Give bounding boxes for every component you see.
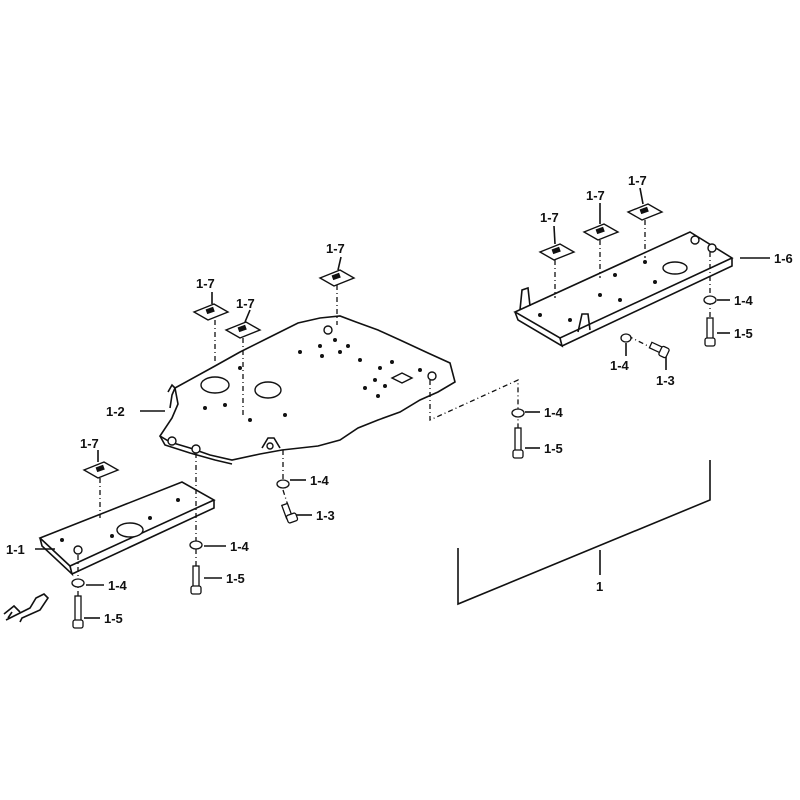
plate-1-2 xyxy=(158,315,456,465)
label-1-7: 1-7 xyxy=(586,188,605,203)
label-1-4: 1-4 xyxy=(734,293,754,308)
label-1-6: 1-6 xyxy=(774,251,793,266)
label-1-5: 1-5 xyxy=(226,571,245,586)
label-1-7: 1-7 xyxy=(628,173,647,188)
plate-1-1 xyxy=(38,481,216,577)
label-1-3: 1-3 xyxy=(316,508,335,523)
plate-1-6 xyxy=(513,231,734,348)
bolts-1-5 xyxy=(72,317,716,629)
label-1-7: 1-7 xyxy=(326,241,345,256)
label-1-4: 1-4 xyxy=(310,473,330,488)
label-1-5: 1-5 xyxy=(734,326,753,341)
label-1-7: 1-7 xyxy=(196,276,215,291)
clip-nut-group xyxy=(82,203,664,479)
label-1-7: 1-7 xyxy=(236,296,255,311)
leader-lines xyxy=(35,187,770,619)
front-arrow-icon xyxy=(3,593,50,623)
label-1-7: 1-7 xyxy=(540,210,559,225)
label-1-5: 1-5 xyxy=(104,611,123,626)
label-1-3: 1-3 xyxy=(656,373,675,388)
label-1-1: 1-1 xyxy=(6,542,25,557)
label-1-5: 1-5 xyxy=(544,441,563,456)
bolts-1-3 xyxy=(280,341,670,524)
part-labels: 1-1 1-2 1-4 1-5 1-7 1-4 1-5 1-4 1-3 1-7 … xyxy=(6,173,793,626)
label-1-4: 1-4 xyxy=(544,405,564,420)
assembly-bracket xyxy=(457,460,711,606)
label-1-2: 1-2 xyxy=(106,404,125,419)
label-1-4: 1-4 xyxy=(108,578,128,593)
label-1: 1 xyxy=(596,579,603,594)
washers xyxy=(71,295,717,588)
label-1-4: 1-4 xyxy=(610,358,630,373)
label-1-4: 1-4 xyxy=(230,539,250,554)
label-1-7: 1-7 xyxy=(80,436,99,451)
